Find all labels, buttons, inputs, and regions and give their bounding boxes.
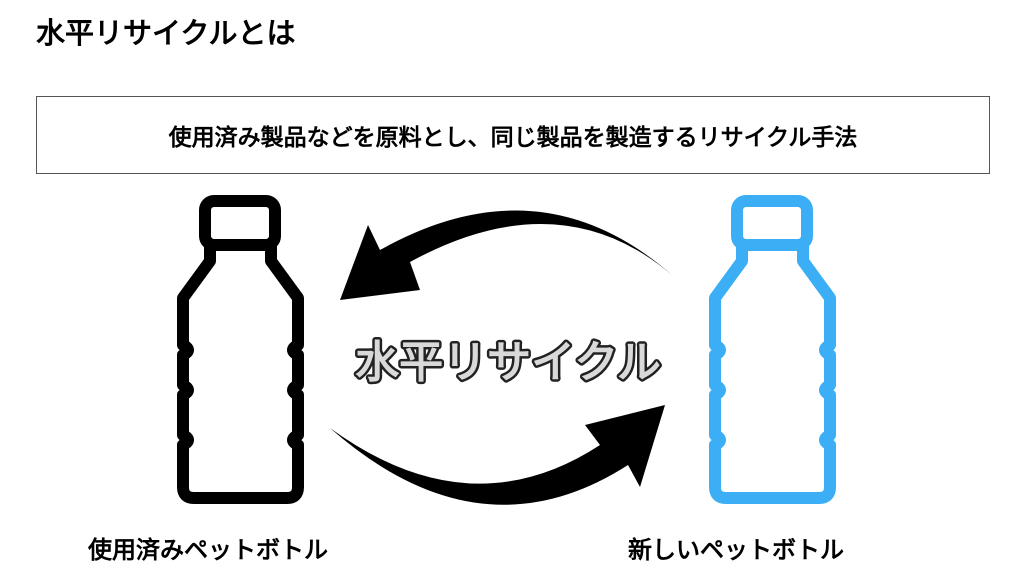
page-title: 水平リサイクルとは (36, 16, 296, 50)
used-bottle-label: 使用済みペットボトル (88, 536, 328, 564)
definition-text: 使用済み製品などを原料とし、同じ製品を製造するリサイクル手法 (168, 125, 858, 151)
used-bottle-icon (183, 201, 298, 498)
arrow-to-used-icon (340, 210, 672, 300)
new-bottle-label: 新しいペットボトル (628, 536, 844, 564)
arrow-to-new-icon (330, 405, 665, 505)
center-label: 水平リサイクル (355, 337, 661, 388)
definition-box: 使用済み製品などを原料とし、同じ製品を製造するリサイクル手法 (36, 96, 990, 174)
new-bottle-icon (715, 201, 830, 498)
